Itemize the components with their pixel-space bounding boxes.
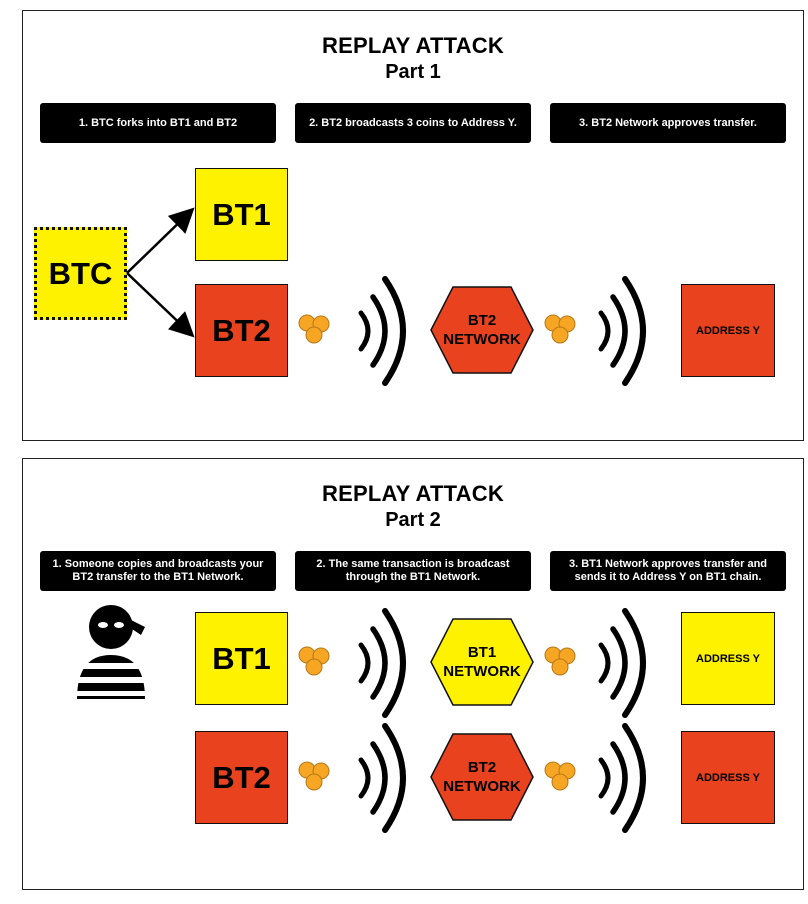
part2-step-1: 1. Someone copies and broadcasts your BT… [40,551,276,591]
part2-graphics [77,605,646,833]
replay-attack-part1-panel: REPLAY ATTACK Part 1 1. BTC forks into B… [22,10,804,441]
bt2-network-label: BT2 NETWORK [431,758,533,796]
broadcast-waves-icon [358,276,406,386]
broadcast-waves-icon [358,608,406,718]
bt2-network-line2: NETWORK [443,331,521,348]
broadcast-waves-icon [358,723,406,833]
part2-title: REPLAY ATTACK [322,481,504,506]
part1-step-3: 3. BT2 Network approves transfer. [550,103,786,143]
bt2-box: BT2 [195,284,288,377]
btc-box: BTC [34,227,127,320]
coins-icon [298,761,330,791]
bt1-network-label: BT1 NETWORK [431,643,533,681]
part1-graphics [126,207,646,386]
bt1-network-hexagon [430,618,534,706]
bt2-network-label: BT2 NETWORK [431,311,533,349]
part1-title: REPLAY ATTACK [322,33,504,58]
broadcast-waves-icon [598,723,646,833]
coins-icon [298,646,330,676]
broadcast-waves-icon [598,608,646,718]
arrow-icon [126,207,195,274]
coins-icon [298,314,330,344]
address-y-box: ADDRESS Y [681,284,775,377]
thief-icon [77,605,145,699]
bt2-box: BT2 [195,731,288,824]
bt2-network-line1: BT2 [467,759,497,776]
bt1-box: BT1 [195,612,288,705]
coins-icon [544,646,576,676]
address-y-bt1-box: ADDRESS Y [681,612,775,705]
arrow-icon [126,272,195,338]
part2-subtitle: Part 2 [385,509,441,531]
coins-icon [544,761,576,791]
part1-step-2: 2. BT2 broadcasts 3 coins to Address Y. [295,103,531,143]
bt1-box: BT1 [195,168,288,261]
part1-step-1: 1. BTC forks into BT1 and BT2 [40,103,276,143]
bt1-network-line2: NETWORK [443,663,521,680]
coins-icon [544,314,576,344]
bt2-network-line2: NETWORK [443,778,521,795]
bt2-network-hexagon [430,286,534,374]
address-y-bt2-box: ADDRESS Y [681,731,775,824]
replay-attack-part2-panel: REPLAY ATTACK Part 2 1. Someone copies a… [22,458,804,890]
part2-step-2: 2. The same transaction is broadcast thr… [295,551,531,591]
part2-step-3: 3. BT1 Network approves transfer and sen… [550,551,786,591]
bt2-network-hexagon [430,733,534,821]
part1-subtitle: Part 1 [385,61,441,83]
bt1-network-line1: BT1 [467,644,497,661]
bt2-network-line1: BT2 [467,312,497,329]
broadcast-waves-icon [598,276,646,386]
